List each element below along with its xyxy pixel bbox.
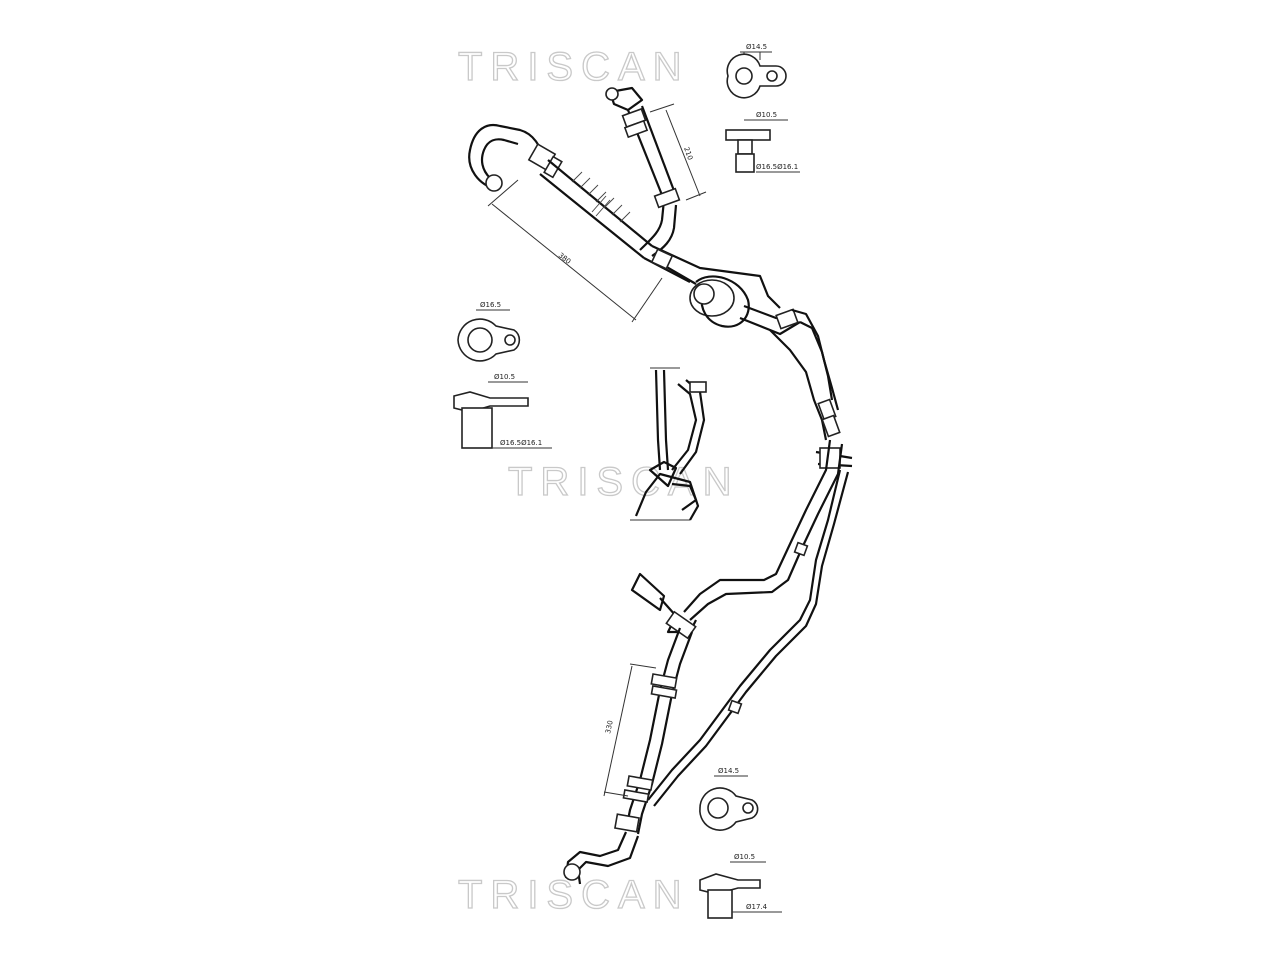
detail-left-thread-label: Ø16.5Ø16.1 bbox=[500, 439, 542, 447]
detail-left-bore-label: Ø16.5 bbox=[480, 301, 501, 309]
detail-left: Ø16.5 Ø10.5 Ø16.5Ø16.1 bbox=[453, 301, 552, 449]
detail-centre-bracket bbox=[630, 367, 707, 521]
detail-bottom-right: Ø14.5 Ø10.5 Ø17.4 bbox=[699, 767, 782, 919]
detail-top-right: Ø14.5 Ø10.5 Ø16.5Ø16.1 bbox=[725, 43, 800, 173]
detail-bottom-right-thread-label: Ø17.4 bbox=[746, 903, 768, 911]
dim-top-long-hose-label: 380 bbox=[557, 251, 572, 266]
detail-bottom-right-bore-label: Ø14.5 bbox=[718, 767, 739, 775]
watermark-top: TRISCAN bbox=[458, 45, 690, 89]
detail-left-pin-label: Ø10.5 bbox=[494, 373, 515, 381]
dim-bottom-hose-label: 330 bbox=[604, 720, 615, 735]
watermark-middle: TRISCAN bbox=[508, 460, 740, 504]
dimension-bottom-hose: 330 bbox=[603, 663, 657, 797]
detail-bottom-right-pin-label: Ø10.5 bbox=[734, 853, 755, 861]
detail-top-right-pin-label: Ø10.5 bbox=[756, 111, 777, 119]
dim-top-short-hose-label: 210 bbox=[682, 146, 694, 161]
main-pipe-assembly bbox=[468, 86, 853, 885]
dimension-top-short-hose: 210 bbox=[649, 103, 707, 201]
detail-top-right-thread-label: Ø16.5Ø16.1 bbox=[756, 163, 798, 171]
hose-braid-hatch bbox=[571, 171, 631, 223]
detail-top-right-bore-label: Ø14.5 bbox=[746, 43, 767, 51]
